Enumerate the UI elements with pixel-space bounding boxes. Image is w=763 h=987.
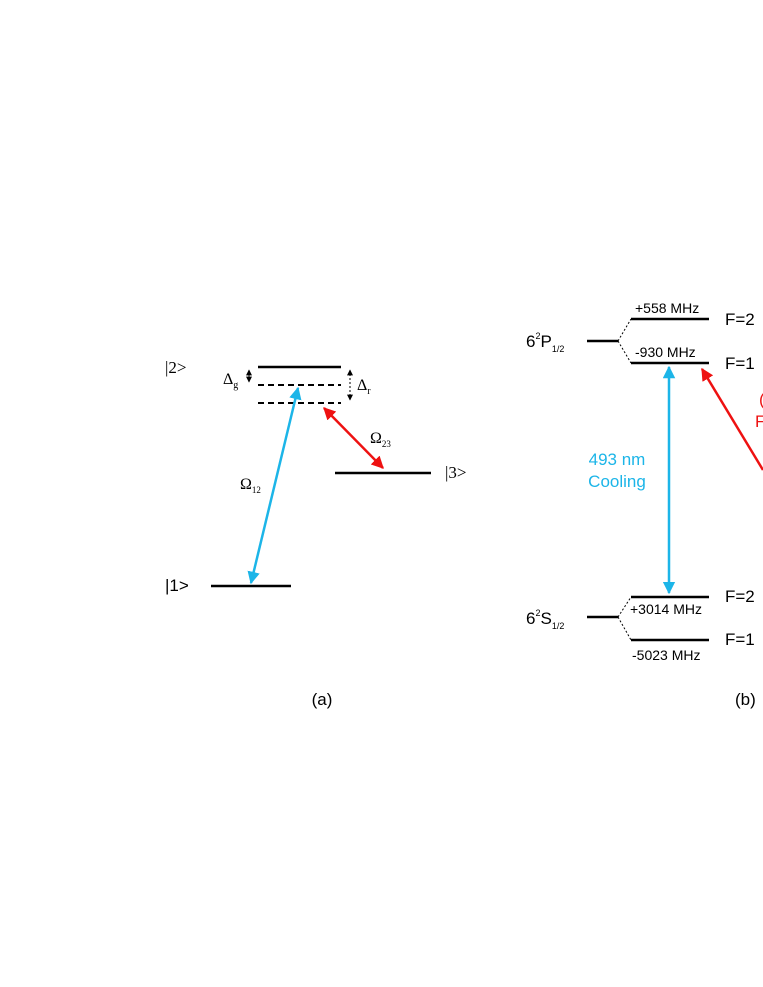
p-f1-shift: -930 MHz — [635, 344, 696, 360]
s-f2-label: F=2 — [725, 587, 755, 606]
cooling-wavelength: 493 nm — [589, 450, 646, 469]
s-f1-label: F=1 — [725, 630, 755, 649]
s-state-label: 62S1/2 — [526, 608, 564, 631]
panel-a: |2> Δg Δr |3> |1> Ω12 Ω23 (a) — [165, 358, 467, 709]
panel-a-caption: (a) — [312, 690, 333, 709]
p-f2-shift: +558 MHz — [635, 300, 699, 316]
delta-g-label: Δg — [223, 371, 238, 391]
repump-arrow — [700, 367, 763, 471]
p-f1-label: F=1 — [725, 354, 755, 373]
omega-12-arrow — [247, 386, 302, 585]
level-2-label: |2> — [165, 358, 187, 377]
panel-b: 62P1/2 +558 MHz -930 MHz F=2 F=1 62S1/2 … — [526, 300, 763, 709]
panel-b-caption: (b) — [735, 690, 756, 709]
omega-23-label: Ω23 — [370, 430, 391, 449]
level-3-label: |3> — [445, 463, 467, 482]
omega-23-arrow — [323, 407, 384, 469]
omega-12-label: Ω12 — [240, 476, 261, 495]
cooling-label: Cooling — [588, 472, 646, 491]
level-1-label: |1> — [165, 576, 189, 595]
p-split-up — [617, 318, 632, 342]
p-state-label: 62P1/2 — [526, 331, 564, 354]
s-f1-shift: -5023 MHz — [632, 647, 700, 663]
p-f2-label: F=2 — [725, 310, 755, 329]
p-split-down — [617, 340, 632, 364]
s-split-down — [617, 616, 632, 641]
repump-label-fragment-2: F — [755, 412, 763, 431]
repump-label-fragment-1: ( — [759, 390, 763, 409]
s-f2-shift: +3014 MHz — [630, 601, 702, 617]
delta-r-label: Δr — [357, 377, 371, 397]
